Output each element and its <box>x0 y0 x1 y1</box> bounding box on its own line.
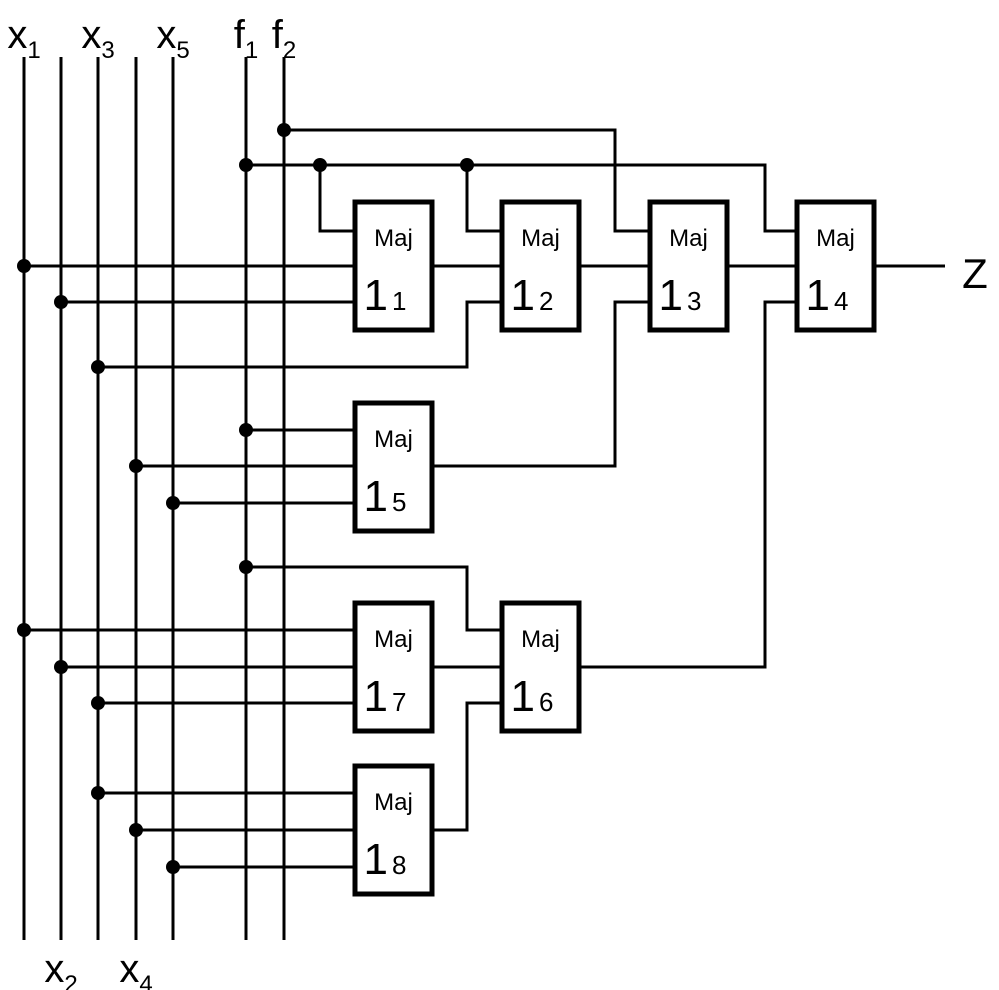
f1-to-gate1 <box>320 165 355 231</box>
junction-dot <box>54 295 68 309</box>
junction-dot <box>239 423 253 437</box>
gate-type-label: Maj <box>374 225 413 252</box>
junction-dot <box>17 259 31 273</box>
gate-type-label: Maj <box>374 789 413 816</box>
gate-type-label: Maj <box>816 225 855 252</box>
gate-type-label: Maj <box>374 426 413 453</box>
x5-label: x5 <box>156 13 189 64</box>
x2-label: x2 <box>44 947 77 990</box>
junction-dot <box>54 660 68 674</box>
x4-label: x4 <box>119 947 152 990</box>
junction-dot <box>166 860 180 874</box>
junction-dot <box>17 623 31 637</box>
junction-dot <box>313 158 327 172</box>
x1-label: x1 <box>7 13 40 64</box>
gate8-to-gate6 <box>432 703 502 830</box>
junction-dot <box>239 560 253 574</box>
junction-dot <box>239 158 253 172</box>
junction-dot <box>91 360 105 374</box>
x3-label: x3 <box>81 13 114 64</box>
f1-to-gate2 <box>467 165 502 231</box>
output-z-label: Z <box>962 250 988 297</box>
junction-dot <box>277 123 291 137</box>
gate-type-label: Maj <box>669 225 708 252</box>
junction-dot <box>91 786 105 800</box>
junction-dot <box>129 823 143 837</box>
f1-label: f1 <box>234 13 258 64</box>
junction-dot <box>166 496 180 510</box>
junction-dot <box>460 158 474 172</box>
gate-type-label: Maj <box>521 626 560 653</box>
gate-type-label: Maj <box>521 225 560 252</box>
gate-type-label: Maj <box>374 626 413 653</box>
f2-label: f2 <box>272 13 296 64</box>
gate6-to-gate4 <box>579 302 797 667</box>
junction-dot <box>91 696 105 710</box>
x3-to-gate2 <box>98 302 502 367</box>
junction-dot <box>129 459 143 473</box>
